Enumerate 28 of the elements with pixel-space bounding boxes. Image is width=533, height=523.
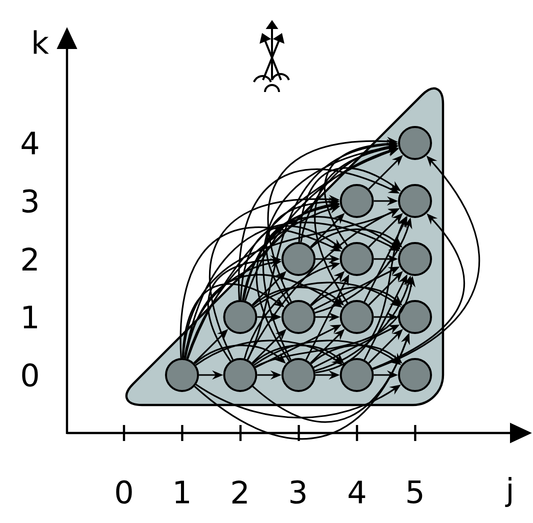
grid-point: [398, 358, 432, 392]
tick-label: 2: [232, 480, 247, 504]
grid-point: [282, 358, 316, 392]
tick-label: 2: [22, 248, 37, 270]
tick-label: 1: [24, 306, 37, 328]
tick-label: 0: [116, 480, 132, 504]
tick-label: 3: [290, 480, 306, 504]
grid-point: [340, 242, 374, 276]
tick-label: 4: [22, 132, 38, 154]
tick-label: 5: [408, 480, 422, 504]
grid-point: [165, 358, 199, 392]
tick-label: 4: [348, 480, 366, 504]
grid-point: [282, 242, 316, 276]
grid-point: [340, 358, 374, 392]
grid-point: [223, 358, 258, 392]
grid-point: [282, 300, 316, 334]
grid-point: [398, 300, 432, 334]
grid-point: [398, 126, 432, 160]
grid-point: [223, 300, 258, 334]
grid-point: [340, 184, 374, 218]
tick-label: 3: [22, 189, 38, 213]
grid-point: [398, 242, 432, 276]
axis-label: j: [505, 477, 512, 507]
grid-point: [398, 184, 432, 218]
axis-label: k: [34, 30, 49, 54]
tick-label: 1: [176, 480, 189, 504]
grid-point: [340, 300, 374, 334]
tick-label: 0: [22, 363, 38, 387]
